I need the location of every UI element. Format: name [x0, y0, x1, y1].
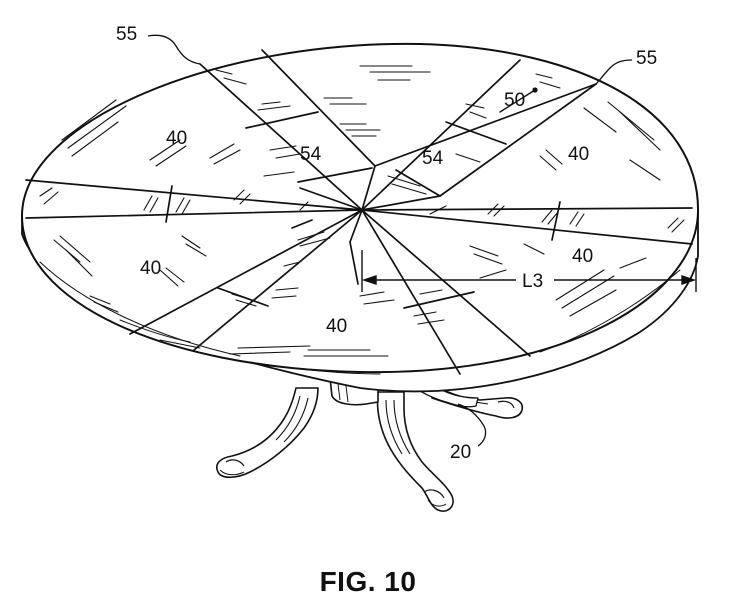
label-40-front: 40	[326, 316, 347, 337]
dimension-l3	[361, 250, 697, 292]
leader-55-left	[147, 34, 201, 65]
label-40-right: 40	[572, 246, 593, 267]
label-50: 50	[504, 90, 525, 111]
edge-shading	[39, 261, 681, 375]
label-55-right: 55	[636, 48, 657, 69]
label-40-left: 40	[140, 258, 161, 279]
leader-55-right	[595, 59, 633, 85]
panel-division-lines	[25, 49, 693, 375]
dimension-arrow-left	[361, 275, 377, 285]
figure-caption: FIG. 10	[319, 566, 417, 597]
pedestal-leg-left	[216, 387, 319, 479]
dimension-arrow-right	[681, 275, 697, 285]
label-40-upper-right: 40	[568, 144, 589, 165]
pedestal-leg-front	[376, 391, 454, 512]
pedestal-base	[216, 377, 524, 512]
label-40-upper-left: 40	[166, 128, 187, 149]
label-55-left: 55	[116, 24, 137, 45]
reference-labels: 55 55 50 40 54 54 40 40 40 L3 40 20	[116, 24, 657, 463]
tabletop	[21, 42, 700, 393]
label-20: 20	[450, 442, 471, 463]
leader-20	[457, 403, 487, 447]
wood-grain-hatching	[39, 65, 685, 357]
label-54-right: 54	[422, 148, 444, 169]
callout-leaders	[147, 34, 633, 447]
hinge-pin-leader	[499, 89, 536, 113]
label-l3: L3	[522, 271, 543, 292]
label-54-left: 54	[300, 144, 322, 165]
